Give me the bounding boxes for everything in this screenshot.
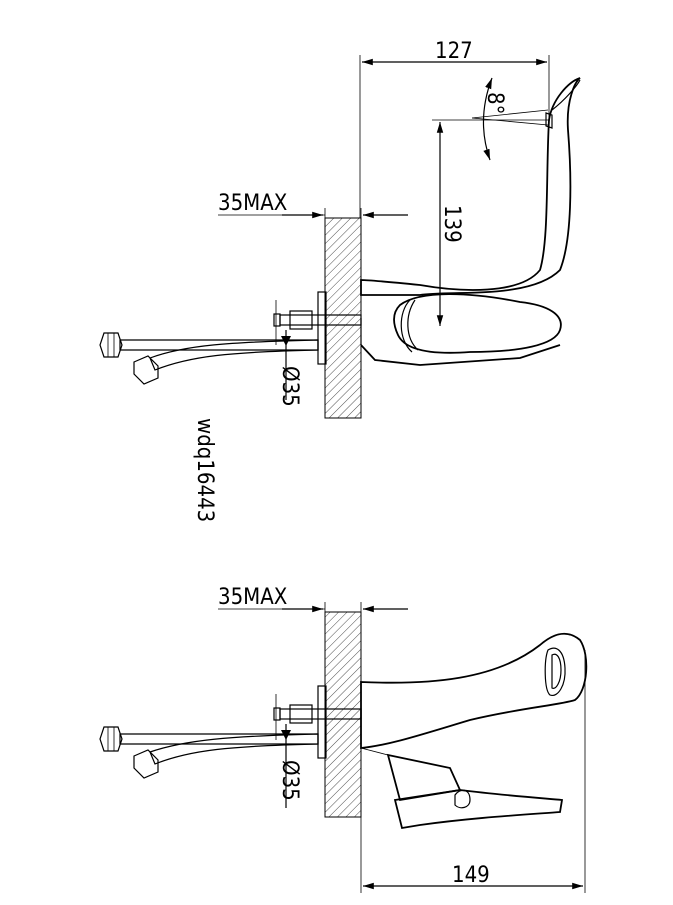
dim-hole-35: Ø35: [277, 366, 302, 407]
dim-width-127: 127: [435, 39, 473, 64]
faucet-spout-bottom: [360, 632, 588, 749]
dim-wall-35max-bottom: 35MAX: [218, 585, 287, 610]
supply-hose-2: [149, 339, 319, 371]
hose-nut-1-bottom: [99, 726, 123, 752]
dim-angle-8: 8°: [482, 92, 507, 114]
top-view: 127 8° 139 35MAX: [99, 39, 581, 419]
supply-hose-2-bottom: [149, 733, 319, 765]
hose-nut-2-bottom: [133, 749, 159, 779]
dim-width-149: 149: [452, 863, 490, 888]
faucet-spout: [360, 77, 581, 296]
dim-height-139: 139: [439, 205, 464, 243]
wall-section: [324, 217, 362, 419]
model-code: wdq16443: [192, 418, 217, 522]
dim-wall-35max: 35MAX: [218, 191, 287, 216]
wall-section-bottom: [324, 611, 362, 818]
faucet-lever: [393, 293, 562, 354]
faucet-lever-bottom: [386, 753, 462, 802]
hose-nut-1: [99, 332, 123, 358]
hose-nut-2: [133, 355, 159, 385]
bottom-view: 35MAX Ø35 149: [99, 585, 588, 893]
dim-hole-35-bottom: Ø35: [277, 760, 302, 801]
